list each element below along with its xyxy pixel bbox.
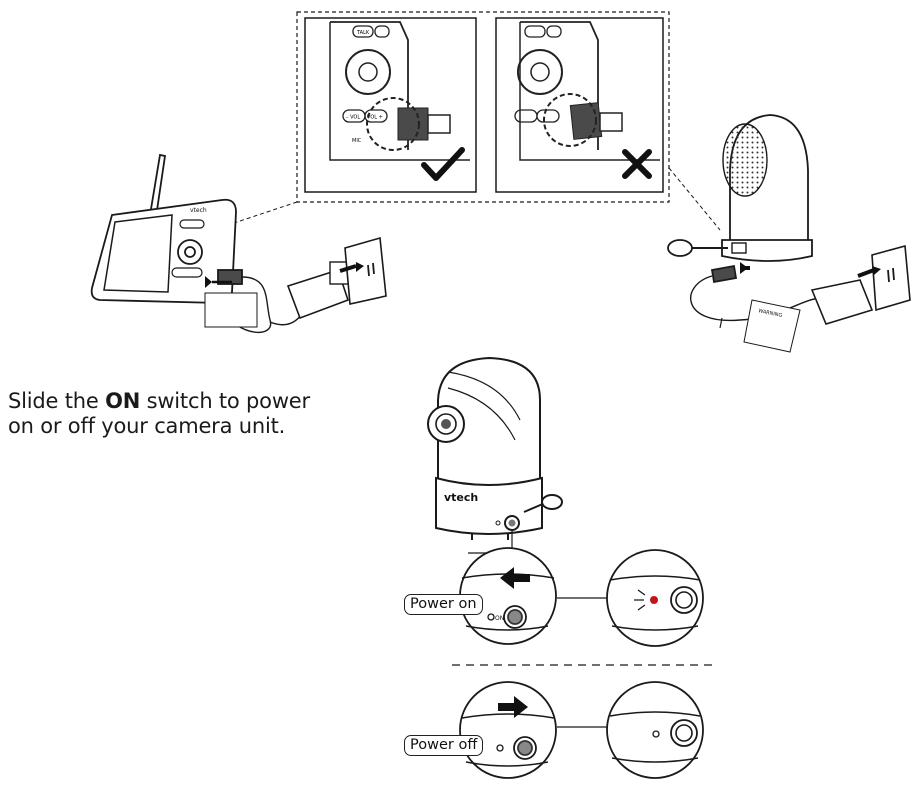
power-on-label: Power on: [404, 594, 483, 615]
power-off-detail: [459, 681, 704, 779]
arrow-right-icon: [498, 696, 528, 718]
correct-insertion-panel: TALK – VOL VOL + MIC: [304, 17, 477, 193]
camera-body: vtech: [427, 356, 563, 554]
warning-label: WARNING: [758, 308, 783, 319]
incorrect-insertion-panel: [495, 17, 664, 193]
brand-logo: vtech: [444, 491, 478, 504]
power-on-detail: ON: [459, 547, 704, 647]
instruction-suffix: switch to power on or off your camera un…: [8, 389, 310, 438]
on-label: ON: [495, 615, 504, 622]
vol-minus-label: – VOL: [346, 115, 360, 121]
instruction-on-keyword: ON: [105, 389, 141, 413]
checkmark-icon: [421, 147, 465, 181]
instruction-prefix: Slide the: [8, 389, 106, 413]
power-off-label: Power off: [404, 735, 484, 756]
power-switch-instruction: Slide the ON switch to power on or off y…: [8, 389, 328, 439]
parent-unit-charging: vtech: [90, 153, 387, 334]
brand-logo-small: vtech: [190, 207, 207, 214]
camera-unit-charging: WARNING: [667, 114, 911, 353]
cross-icon: [622, 149, 652, 179]
mic-label: MIC: [352, 138, 362, 144]
talk-label: TALK: [356, 30, 370, 36]
arrow-left-icon: [500, 567, 530, 589]
vol-plus-label: VOL +: [367, 115, 383, 121]
power-indicator-led: [650, 596, 658, 604]
